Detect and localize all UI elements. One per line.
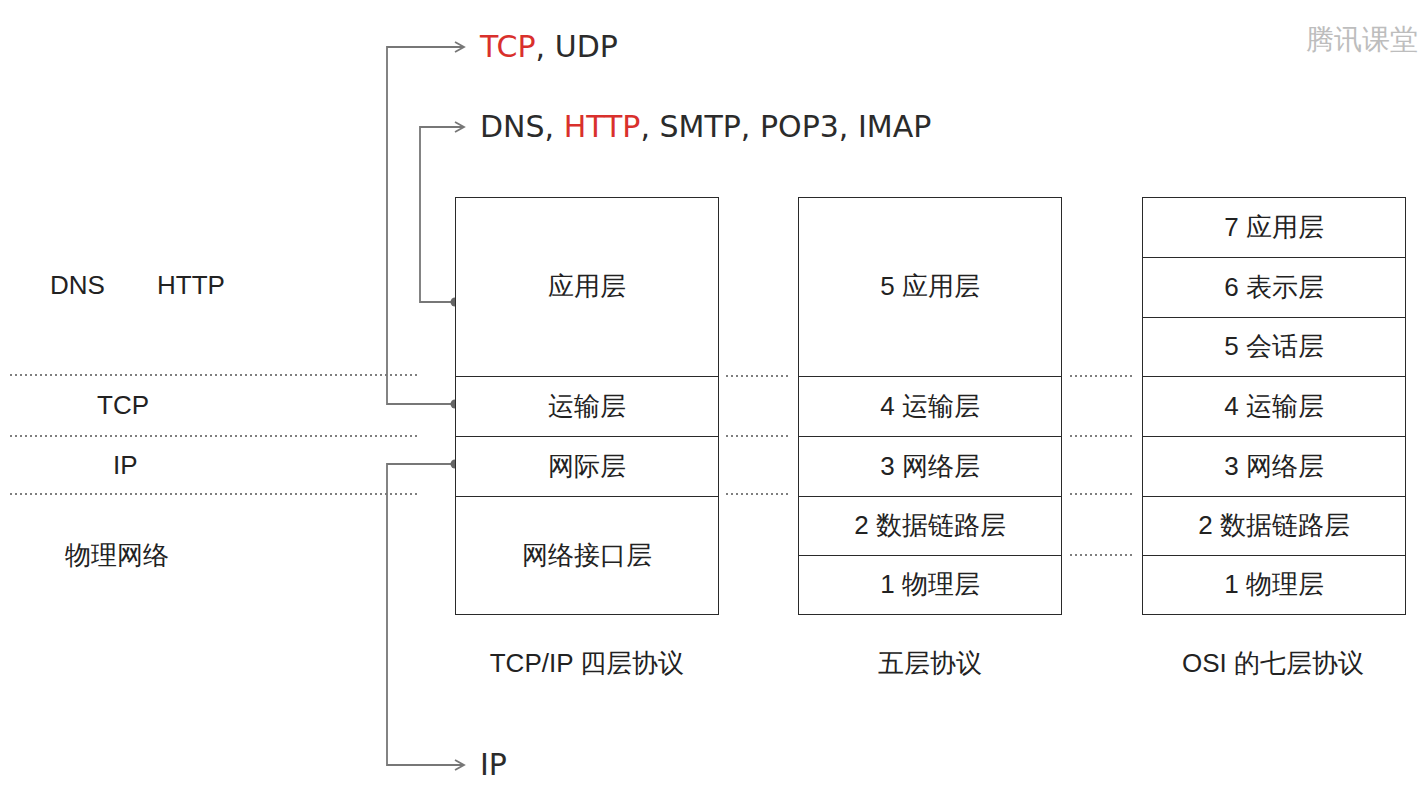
layer-box: 4 运输层 <box>798 376 1062 437</box>
layer-box: 网际层 <box>455 436 719 497</box>
layer-box: 6 表示层 <box>1142 257 1406 318</box>
layer-name: 2 数据链路层 <box>854 510 1006 541</box>
stack-caption: 五层协议 <box>878 648 982 679</box>
layer-name: 2 数据链路层 <box>1198 510 1350 541</box>
layer-name: 5 会话层 <box>1224 331 1324 362</box>
protocol-name: TCP <box>480 29 536 65</box>
layer-box: 2 数据链路层 <box>1142 496 1406 556</box>
layer-name: 3 网络层 <box>1224 451 1324 482</box>
layer-box: 5 会话层 <box>1142 317 1406 377</box>
layer-name: 应用层 <box>548 271 626 302</box>
layer-name: 运输层 <box>548 391 626 422</box>
layer-box: 网络接口层 <box>455 496 719 615</box>
watermark: 腾讯课堂 <box>1306 23 1418 57</box>
layer-name: 3 网络层 <box>880 451 980 482</box>
layer-box: 3 网络层 <box>798 436 1062 497</box>
layer-box: 5 应用层 <box>798 197 1062 377</box>
layer-box: 应用层 <box>455 197 719 377</box>
protocol-name: IP <box>480 747 507 783</box>
stack-caption: TCP/IP 四层协议 <box>490 648 685 679</box>
layer-name: 6 表示层 <box>1224 272 1324 303</box>
layer-name: 7 应用层 <box>1224 212 1324 243</box>
layer-name: 1 物理层 <box>1224 569 1324 600</box>
layer-tag: 物理网络 <box>65 540 169 571</box>
layer-name: 网络接口层 <box>522 540 652 571</box>
layer-tag: IP <box>113 450 138 481</box>
layer-tag: DNS <box>50 270 105 301</box>
layer-box: 4 运输层 <box>1142 376 1406 437</box>
leader-arrow <box>387 47 464 765</box>
protocol-list: DNS, <box>480 109 564 145</box>
layer-box: 2 数据链路层 <box>798 496 1062 556</box>
layer-name: 网际层 <box>548 451 626 482</box>
layer-name: 4 运输层 <box>880 391 980 422</box>
protocol-name: HTTP <box>564 109 641 145</box>
layer-name: 1 物理层 <box>880 569 980 600</box>
layer-tag: HTTP <box>157 270 225 301</box>
layer-box: 3 网络层 <box>1142 436 1406 497</box>
protocol-list: , SMTP, POP3, IMAP <box>640 109 931 145</box>
layer-name: 5 应用层 <box>880 271 980 302</box>
layer-tag: TCP <box>97 390 149 421</box>
layer-box: 1 物理层 <box>1142 555 1406 615</box>
layer-box: 7 应用层 <box>1142 197 1406 258</box>
stack-caption: OSI 的七层协议 <box>1182 648 1364 679</box>
layer-box: 运输层 <box>455 376 719 437</box>
layer-box: 1 物理层 <box>798 555 1062 615</box>
layer-name: 4 运输层 <box>1224 391 1324 422</box>
protocol-list: , UDP <box>536 29 618 65</box>
